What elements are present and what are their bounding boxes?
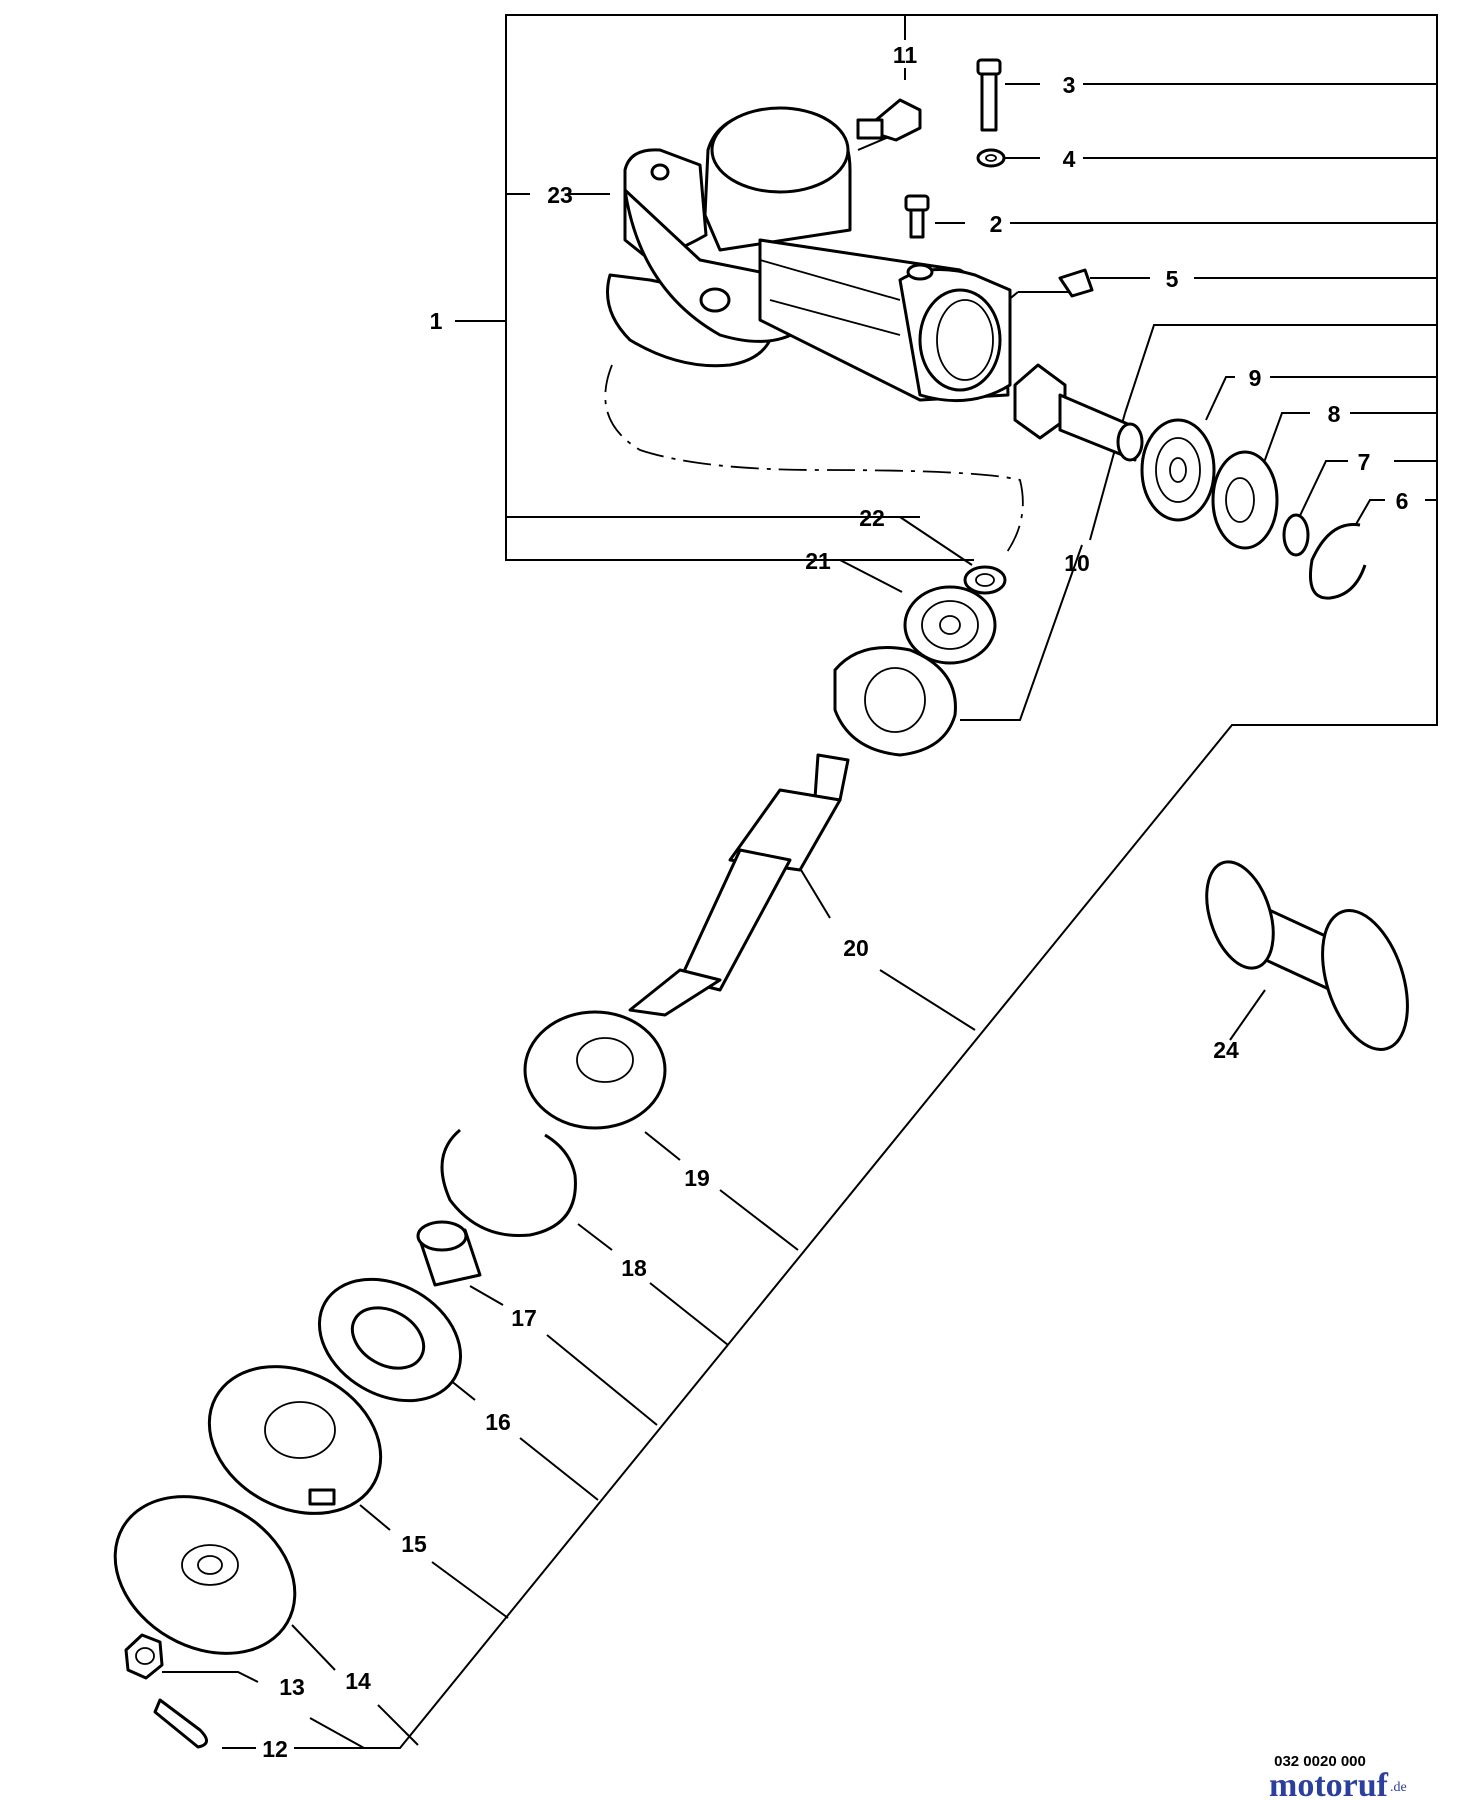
callout-16: 16 [485,1409,511,1435]
circlip-6 [1309,522,1367,600]
callout-5: 5 [1166,266,1179,292]
bolt-2 [904,194,930,239]
watermark-text: motoruf [1269,1767,1389,1800]
bearing-9 [1140,418,1216,522]
callout-19: 19 [684,1165,710,1191]
callout-24: 24 [1213,1037,1239,1063]
leader-lines [162,14,1438,1749]
bolt-11 [856,98,922,142]
bevel-gear [833,646,957,757]
callout-12: 12 [262,1736,288,1762]
callout-17: 17 [511,1305,537,1331]
washer-22 [963,565,1007,595]
washer-4 [976,148,1006,168]
callout-15: 15 [401,1531,427,1557]
clip-5 [1058,268,1094,298]
watermark-logo: motoruf .de [1269,1767,1407,1800]
callout-1: 1 [430,308,443,334]
output-shaft [628,753,850,1017]
callout-20: 20 [843,935,869,961]
cotter-pin-12 [153,1698,208,1749]
sleeve-24 [1205,860,1409,1051]
bolt-3 [976,58,1002,132]
watermark-suffix: .de [1390,1780,1407,1795]
callout-22: 22 [859,505,885,531]
callout-2: 2 [990,211,1003,237]
callout-21: 21 [805,548,831,574]
bearing-21 [903,585,997,665]
callout-labels: 1 2 3 4 5 6 7 8 9 10 11 12 13 14 15 16 1… [262,42,1408,1762]
callout-13: 13 [279,1674,305,1700]
callout-23: 23 [547,182,573,208]
bearing-19 [523,1010,667,1130]
callout-18: 18 [621,1255,647,1281]
callout-11: 11 [893,42,918,68]
nut-13 [124,1633,164,1680]
callout-6: 6 [1396,488,1409,514]
callout-8: 8 [1328,401,1341,427]
collar-17 [416,1220,482,1287]
snap-ring-7 [1282,513,1310,557]
gear-housing [604,106,1024,556]
cover-14 [113,1495,297,1655]
holder-15 [207,1365,383,1515]
diagram-code: 032 0020 000 [1274,1753,1366,1770]
callout-3: 3 [1063,72,1076,98]
callout-10: 10 [1064,550,1090,576]
oil-seal-16 [317,1277,463,1403]
pinion-gear [1013,363,1144,462]
bearing-8 [1211,450,1279,550]
callout-7: 7 [1358,449,1371,475]
callout-9: 9 [1249,365,1262,391]
callout-4: 4 [1063,146,1076,172]
circlip-18 [440,1128,577,1238]
callout-14: 14 [345,1668,371,1694]
